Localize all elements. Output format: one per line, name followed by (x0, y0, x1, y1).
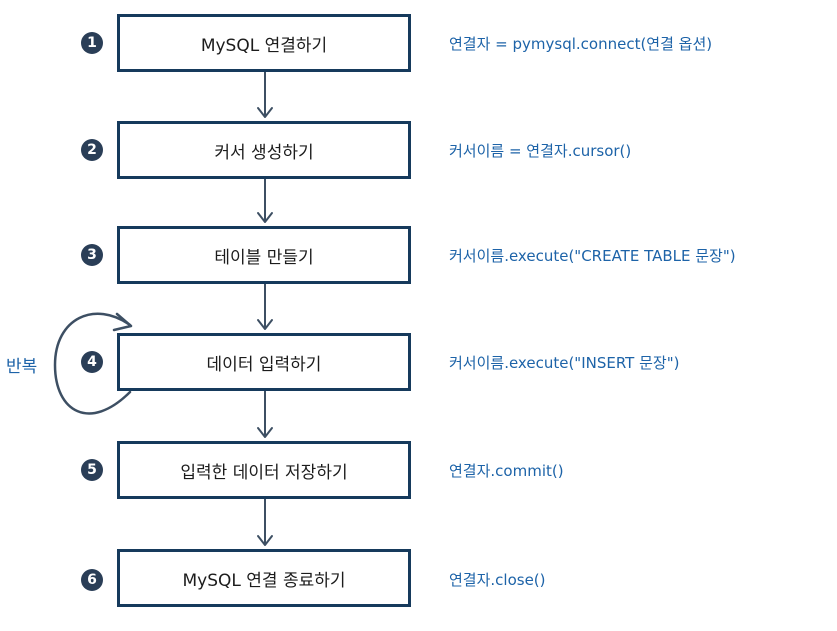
step-label: 커서 생성하기 (214, 142, 314, 163)
step-number-badge: 1 (81, 32, 103, 54)
step-box-commit: 입력한 데이터 저장하기 (117, 441, 411, 499)
step-number-badge: 3 (81, 244, 103, 266)
step-code: 연결자.commit() (449, 462, 564, 480)
step-number-badge: 5 (81, 459, 103, 481)
arrowhead (257, 427, 273, 438)
arrowhead (257, 319, 273, 330)
step-number-badge: 4 (81, 351, 103, 373)
step-number-badge: 2 (81, 139, 103, 161)
step-box-close: MySQL 연결 종료하기 (117, 549, 411, 607)
step-label: 데이터 입력하기 (206, 354, 322, 375)
repeat-loop-arrowhead (112, 312, 133, 332)
arrowhead (257, 212, 273, 223)
step-code: 커서이름 = 연결자.cursor() (449, 142, 632, 160)
step-box-connect: MySQL 연결하기 (117, 14, 411, 72)
step-box-cursor: 커서 생성하기 (117, 121, 411, 179)
step-box-create-table: 테이블 만들기 (117, 226, 411, 284)
arrowhead (257, 107, 273, 118)
step-label: MySQL 연결하기 (200, 35, 328, 56)
step-label: 입력한 데이터 저장하기 (180, 462, 348, 483)
step-code: 연결자.close() (449, 571, 546, 589)
step-code: 연결자 = pymysql.connect(연결 옵션) (449, 35, 713, 53)
step-label: 테이블 만들기 (214, 247, 314, 268)
step-code: 커서이름.execute("CREATE TABLE 문장") (449, 247, 736, 265)
arrowhead (257, 535, 273, 546)
repeat-loop-arrow (53, 312, 132, 415)
step-box-insert: 데이터 입력하기 (117, 333, 411, 391)
repeat-label: 반복 (6, 357, 38, 377)
step-code: 커서이름.execute("INSERT 문장") (449, 354, 680, 372)
step-label: MySQL 연결 종료하기 (182, 570, 346, 591)
step-number-badge: 6 (81, 569, 103, 591)
